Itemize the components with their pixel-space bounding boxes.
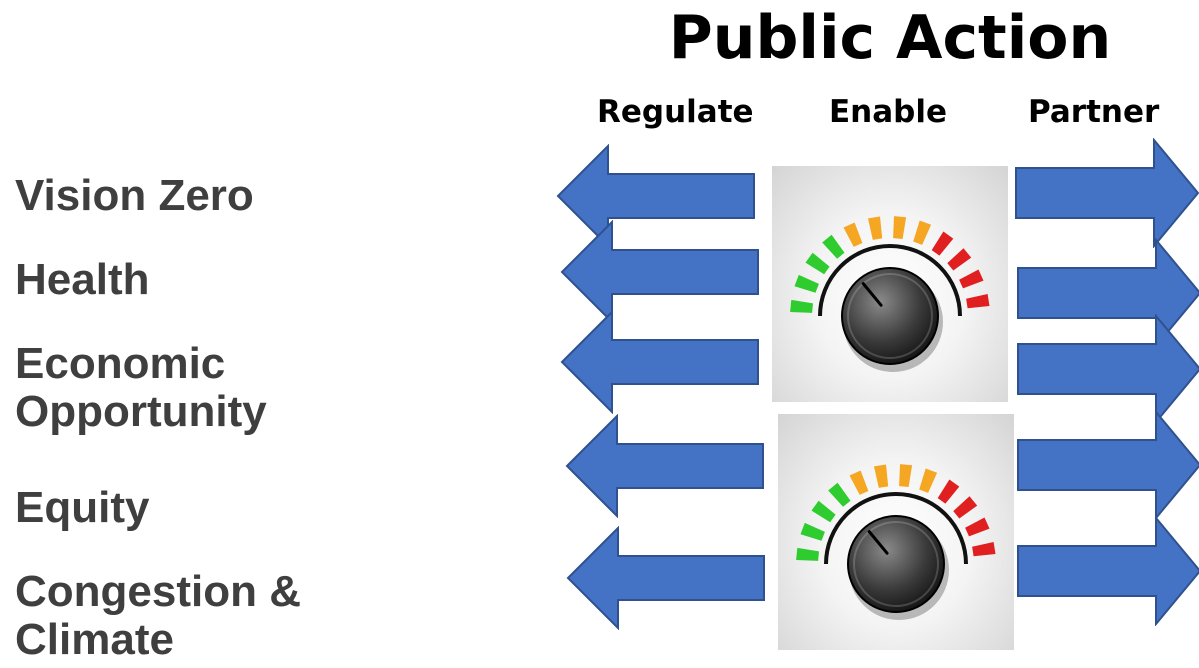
dial-segment (937, 479, 960, 504)
goal-vision-zero: Vision Zero (15, 171, 254, 220)
goal-congestion-climate: Congestion & Climate (15, 567, 301, 664)
dial-segment (800, 522, 825, 541)
column-heading-regulate: Regulate (597, 94, 754, 130)
right-arrow-2 (1017, 238, 1199, 348)
dial-segment (959, 269, 984, 289)
dial-segment (811, 500, 836, 523)
dial-knob (841, 267, 939, 365)
dial-segment (874, 464, 889, 488)
dial-knob (847, 515, 945, 613)
dial-knob-rim (853, 521, 939, 607)
dial-segment (849, 470, 869, 495)
dial-segment (843, 222, 863, 247)
dial-segment (931, 231, 954, 256)
dial-segment (893, 216, 907, 239)
dial-segment (868, 216, 883, 240)
right-arrow-3 (1017, 314, 1199, 424)
dial-segment (966, 294, 990, 309)
column-heading-enable: Enable (829, 94, 948, 130)
dial-arc (824, 492, 968, 565)
dial-segment (953, 496, 978, 519)
dial-knob-icon (778, 414, 1014, 650)
right-arrow-4 (1017, 410, 1199, 520)
left-arrow-4 (565, 414, 764, 518)
dial-graphic (796, 464, 996, 620)
left-arrow-2 (560, 220, 759, 324)
goal-economic-opportunity: Economic Opportunity (15, 339, 267, 436)
dial-pointer (867, 530, 889, 555)
dial-segment (796, 547, 819, 561)
right-arrow-1 (1015, 138, 1199, 248)
dial-knob-icon (772, 166, 1008, 402)
dial-segment (822, 234, 845, 259)
goal-health: Health (15, 255, 150, 304)
dial-segment (828, 482, 851, 507)
dial-knob-rim (847, 273, 933, 359)
dial-segment (805, 252, 830, 275)
dial-segment (919, 468, 938, 493)
goal-equity: Equity (15, 483, 150, 532)
page-title: Public Action (668, 3, 1112, 73)
dial-segment (913, 220, 932, 245)
dial-segment (965, 517, 990, 537)
dial-segment (972, 542, 996, 557)
dial-segment (794, 274, 819, 293)
dial-graphic (790, 216, 990, 372)
dial-segment (947, 248, 972, 271)
dial-pointer (861, 282, 883, 307)
dial-segment (790, 299, 813, 313)
right-arrow-5 (1017, 516, 1199, 626)
column-heading-partner: Partner (1028, 94, 1160, 130)
dial-arc (818, 244, 962, 317)
left-arrow-5 (566, 526, 765, 630)
dial-segment (899, 464, 913, 487)
left-arrow-3 (560, 310, 759, 414)
